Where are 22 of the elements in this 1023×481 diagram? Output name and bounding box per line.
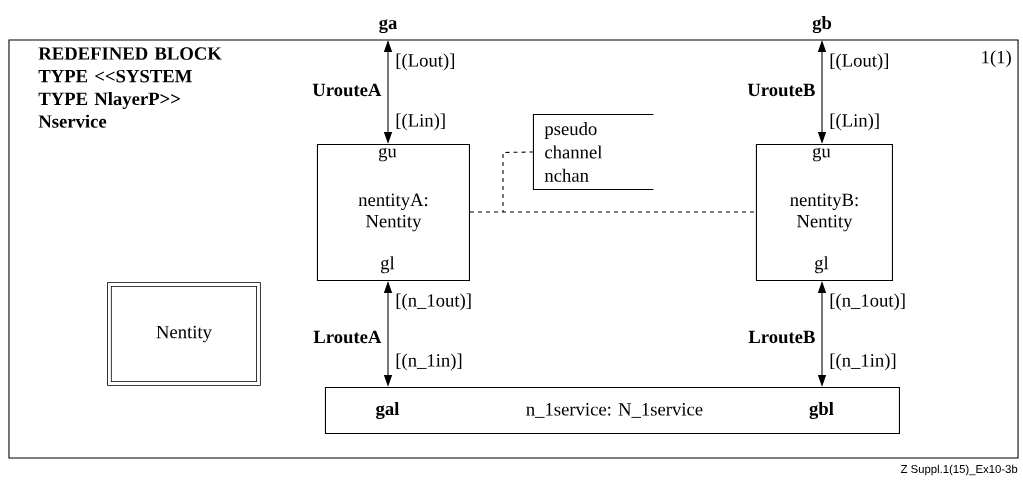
- gate-label: gb: [812, 16, 832, 34]
- signal-list: [(n_1out)]: [396, 293, 471, 311]
- signal-list: [(Lout)]: [830, 53, 888, 71]
- signal-list: [(Lin)]: [396, 113, 445, 131]
- block-box: gu nentityB: Nentity gl: [755, 143, 893, 281]
- signal-list: [(Lout)]: [396, 53, 454, 71]
- edge-label: UrouteA: [312, 83, 382, 97]
- figure-id: Z Suppl.1(15)_Ex10-3b: [900, 464, 1018, 476]
- connector-line: [469, 211, 757, 213]
- signal-list: [(n_1in)]: [830, 353, 896, 371]
- signal-list: [(n_1in)]: [396, 353, 462, 371]
- page-number: 1(1): [982, 50, 1011, 68]
- edge-label: LrouteB: [748, 330, 815, 344]
- block-box: gu nentityA: Nentity gl: [316, 143, 470, 281]
- edge-label: LrouteA: [313, 330, 382, 344]
- gate-label: ga: [379, 19, 398, 34]
- signal-list: [(n_1out)]: [830, 293, 905, 311]
- diagram-heading: REDEFINED BLOCK TYPE <<SYSTEM TYPE NlayerP>> Nservice: [38, 47, 222, 128]
- edge-label: UrouteB: [747, 83, 815, 97]
- block-box: gal n_1service: N_1service gbl: [324, 386, 900, 434]
- signal-list: [(Lin)]: [830, 113, 879, 131]
- type-box: Nentity: [107, 282, 261, 386]
